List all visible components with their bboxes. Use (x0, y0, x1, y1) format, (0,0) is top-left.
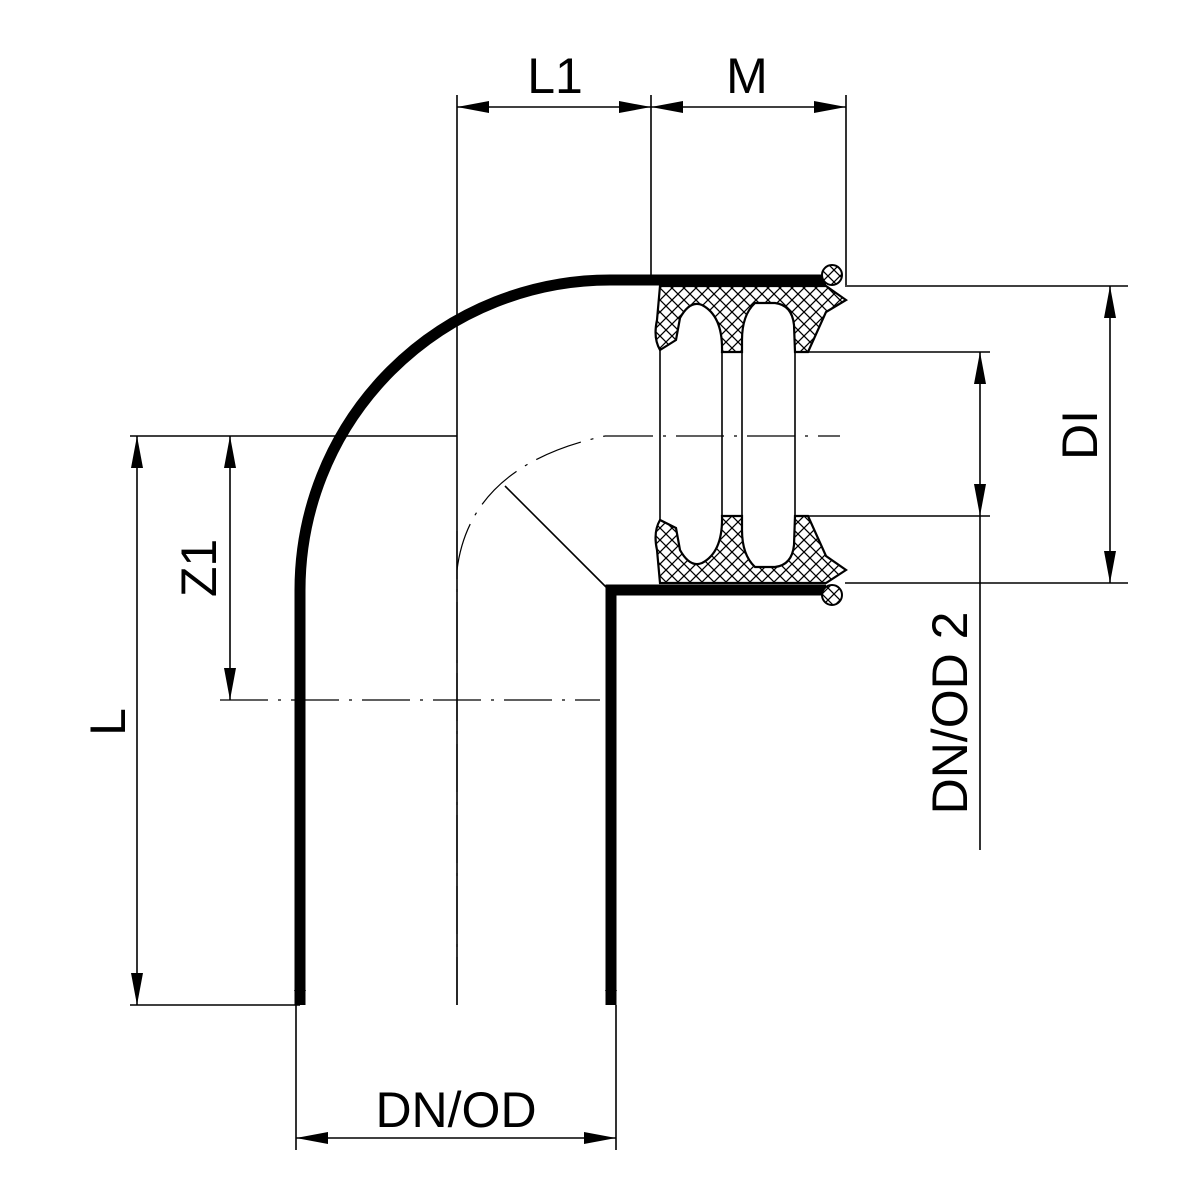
di-label: DI (1052, 410, 1108, 460)
z1-label: Z1 (171, 539, 227, 597)
outer-wall (294, 274, 826, 1005)
dimension-lines (131, 101, 1116, 1144)
upper-seal (654, 284, 849, 354)
bend-centerline (456, 435, 606, 571)
dn-od-label: DN/OD (375, 1082, 536, 1138)
pipe-body (294, 274, 826, 1005)
socket-seal (654, 264, 849, 606)
inner-wall (605, 584, 826, 1005)
dimension-labels: L1 M DN/OD DI Z1 L DN/OD 2 (80, 48, 1108, 1138)
dn-od-2-label: DN/OD 2 (922, 612, 978, 815)
lower-seal (654, 514, 848, 585)
l1-label: L1 (527, 48, 583, 104)
extension-lines (130, 95, 1128, 1150)
l-label: L (80, 708, 136, 736)
m-label: M (726, 48, 768, 104)
